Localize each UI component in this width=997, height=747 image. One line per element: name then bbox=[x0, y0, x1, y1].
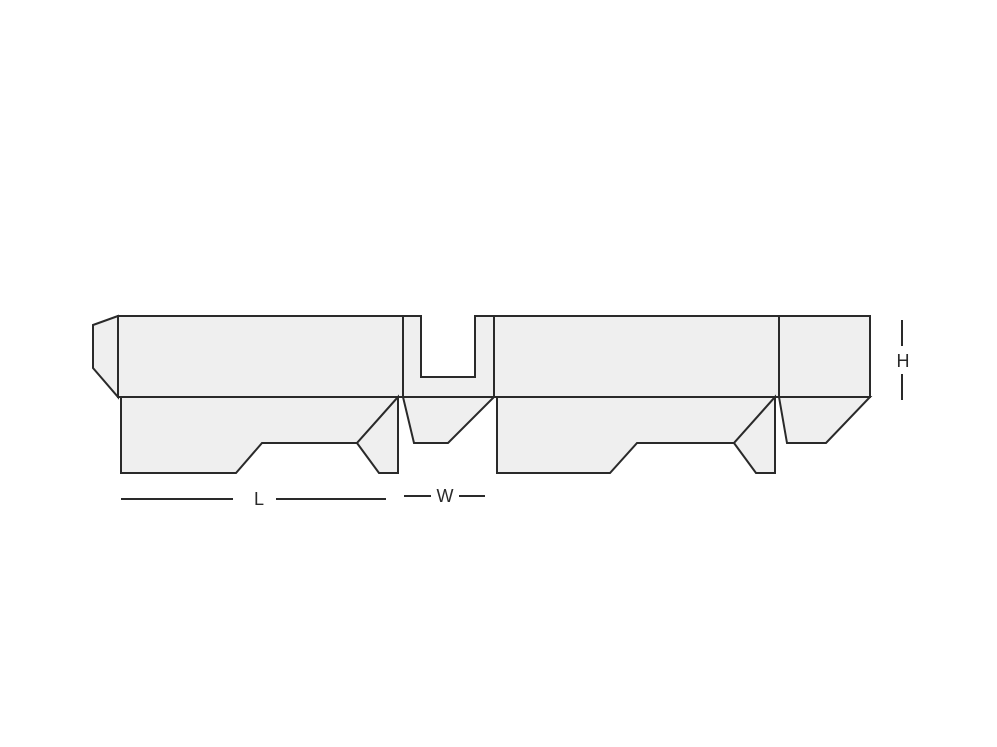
bottom-flap-left bbox=[120, 396, 401, 474]
length-label: L bbox=[254, 489, 264, 509]
end-bottom-flap-right bbox=[777, 396, 873, 444]
side-panel-left bbox=[117, 315, 404, 398]
tuck-triangle-left bbox=[355, 394, 399, 474]
end-bottom-flap bbox=[401, 396, 497, 444]
bottom-flap-right bbox=[496, 396, 778, 474]
side-panel-right bbox=[493, 315, 780, 398]
end-panel-right bbox=[778, 315, 871, 398]
width-label: W bbox=[437, 486, 454, 506]
tuck-triangle-right bbox=[732, 394, 776, 474]
height-label: H bbox=[897, 351, 910, 371]
glue-flap bbox=[92, 314, 119, 400]
end-panel-notched bbox=[402, 315, 495, 398]
